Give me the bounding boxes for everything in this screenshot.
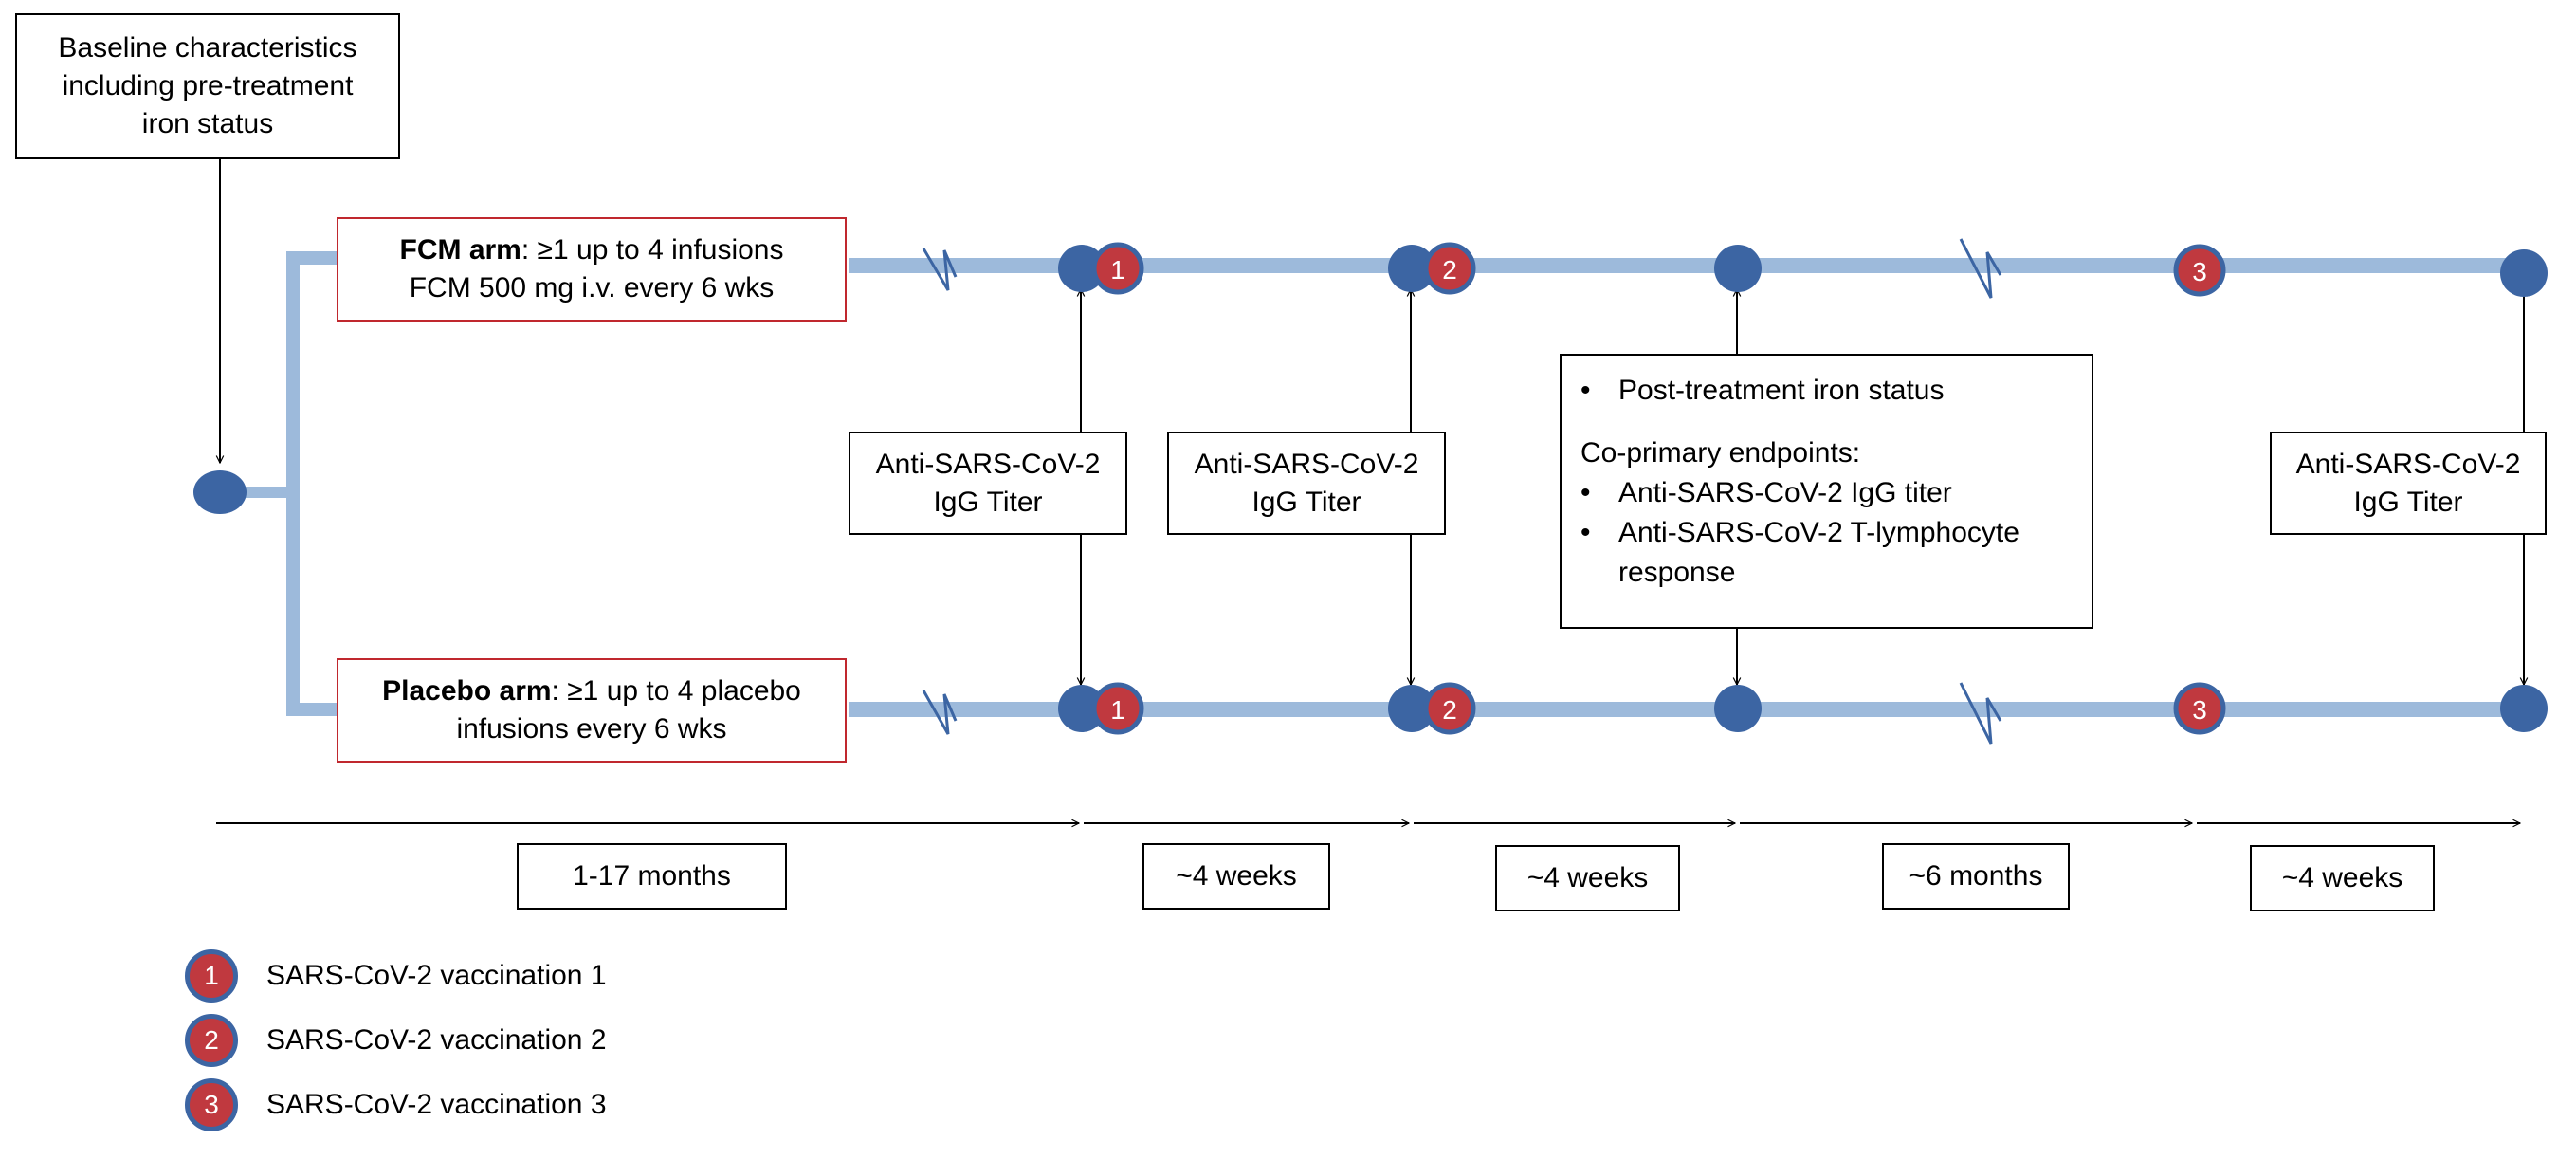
visit-node xyxy=(1714,685,1762,732)
visit-node xyxy=(2500,685,2548,732)
placebo-arm-line-2: infusions every 6 wks xyxy=(456,713,727,745)
svg-text:2: 2 xyxy=(1442,255,1457,285)
interval-box: ~6 months xyxy=(1882,843,2070,910)
legend-label: SARS-CoV-2 vaccination 1 xyxy=(266,960,607,991)
igg-titer-line-1: Anti-SARS-CoV-2 xyxy=(1194,448,1419,480)
svg-text:1: 1 xyxy=(1110,255,1125,285)
endpoint-t-lymphocyte-line-1: Anti-SARS-CoV-2 T-lymphocyte xyxy=(1618,517,2019,548)
visit-node xyxy=(1714,245,1762,292)
interval-label: ~6 months xyxy=(1909,860,2043,892)
placebo-arm-box: Placebo arm: ≥1 up to 4 placebo infusion… xyxy=(337,658,847,763)
baseline-line-1: Baseline characteristics xyxy=(58,32,357,64)
vaccination-badge-3: 3 xyxy=(2173,244,2226,297)
svg-text:1: 1 xyxy=(1110,695,1125,725)
interval-box: ~4 weeks xyxy=(2250,845,2435,911)
fcm-arm-track xyxy=(849,258,2522,273)
endpoint-iron-status: Post-treatment iron status xyxy=(1618,375,1945,406)
vaccination-badge-3: 3 xyxy=(2173,682,2226,735)
visit-node xyxy=(1058,685,1105,732)
timeline-break-mark xyxy=(922,248,958,291)
bullet: • xyxy=(1580,477,1591,508)
endpoints-box: • Post-treatment iron status Co-primary e… xyxy=(1560,354,2093,629)
bullet: • xyxy=(1580,375,1591,406)
legend-item-vaccination-2: 2 SARS-CoV-2 vaccination 2 xyxy=(185,1010,607,1071)
svg-text:3: 3 xyxy=(2192,257,2207,286)
vaccination-badge-1: 1 xyxy=(1091,682,1144,735)
legend-item-vaccination-3: 3 SARS-CoV-2 vaccination 3 xyxy=(185,1075,607,1135)
vaccination-badge-1: 1 xyxy=(1091,242,1144,295)
vaccination-badge-2: 2 xyxy=(1423,682,1476,735)
bullet: • xyxy=(1580,517,1591,548)
coprimary-heading: Co-primary endpoints: xyxy=(1580,437,1861,469)
igg-titer-line-2: IgG Titer xyxy=(2353,486,2463,518)
visit-node xyxy=(1388,685,1435,732)
svg-text:3: 3 xyxy=(2192,695,2207,725)
baseline-line-3: iron status xyxy=(141,107,274,139)
svg-text:2: 2 xyxy=(1442,695,1457,725)
vaccination-badge-2: 2 xyxy=(185,1014,238,1067)
randomization-node xyxy=(193,470,247,514)
vaccination-badge-2: 2 xyxy=(1423,242,1476,295)
baseline-line-2: including pre-treatment xyxy=(62,70,354,102)
igg-titer-line-1: Anti-SARS-CoV-2 xyxy=(2295,448,2521,480)
legend-label: SARS-CoV-2 vaccination 2 xyxy=(266,1024,607,1056)
fcm-arm-line-2: FCM 500 mg i.v. every 6 wks xyxy=(409,272,775,304)
timeline-break-mark xyxy=(1959,682,2002,745)
legend-label: SARS-CoV-2 vaccination 3 xyxy=(266,1089,607,1120)
fcm-arm-line-1: FCM arm: ≥1 up to 4 infusions xyxy=(400,231,784,269)
igg-titer-box: Anti-SARS-CoV-2 IgG Titer xyxy=(849,432,1127,535)
visit-node xyxy=(1058,245,1105,292)
fcm-arm-box: FCM arm: ≥1 up to 4 infusions FCM 500 mg… xyxy=(337,217,847,322)
timeline-break-mark xyxy=(922,690,958,735)
interval-label: ~4 weeks xyxy=(2281,862,2403,894)
placebo-arm-detail: : ≥1 up to 4 placebo xyxy=(551,675,801,708)
interval-box: ~4 weeks xyxy=(1142,843,1330,910)
interval-label: ~4 weeks xyxy=(1526,862,1649,894)
vaccination-badge-1: 1 xyxy=(185,949,238,1003)
placebo-arm-label: Placebo arm xyxy=(382,675,552,708)
endpoint-t-lymphocyte-line-2: response xyxy=(1618,557,1736,588)
endpoint-igg-titer: Anti-SARS-CoV-2 IgG titer xyxy=(1618,477,1952,508)
igg-titer-box: Anti-SARS-CoV-2 IgG Titer xyxy=(1167,432,1446,535)
fcm-arm-label: FCM arm xyxy=(399,234,521,267)
interval-box: 1-17 months xyxy=(517,843,787,910)
interval-label: 1-17 months xyxy=(573,860,731,892)
igg-titer-line-1: Anti-SARS-CoV-2 xyxy=(875,448,1101,480)
vaccination-badge-3: 3 xyxy=(185,1078,238,1131)
baseline-box: Baseline characteristics including pre-t… xyxy=(15,13,400,159)
igg-titer-box: Anti-SARS-CoV-2 IgG Titer xyxy=(2270,432,2547,535)
fcm-arm-detail: : ≥1 up to 4 infusions xyxy=(521,234,784,267)
endpoint-t-lymphocyte: Anti-SARS-CoV-2 T-lymphocyte response xyxy=(1618,513,2019,593)
visit-node xyxy=(1388,245,1435,292)
placebo-arm-track xyxy=(849,702,2522,717)
igg-titer-line-2: IgG Titer xyxy=(1251,486,1361,518)
legend-item-vaccination-1: 1 SARS-CoV-2 vaccination 1 xyxy=(185,946,607,1006)
placebo-arm-line-1: Placebo arm: ≥1 up to 4 placebo xyxy=(382,672,801,710)
interval-label: ~4 weeks xyxy=(1176,860,1297,892)
branch-connector xyxy=(243,251,337,716)
timeline-break-mark xyxy=(1959,238,2002,299)
interval-box: ~4 weeks xyxy=(1495,845,1680,911)
igg-titer-line-2: IgG Titer xyxy=(933,486,1043,518)
visit-node xyxy=(2500,249,2548,297)
